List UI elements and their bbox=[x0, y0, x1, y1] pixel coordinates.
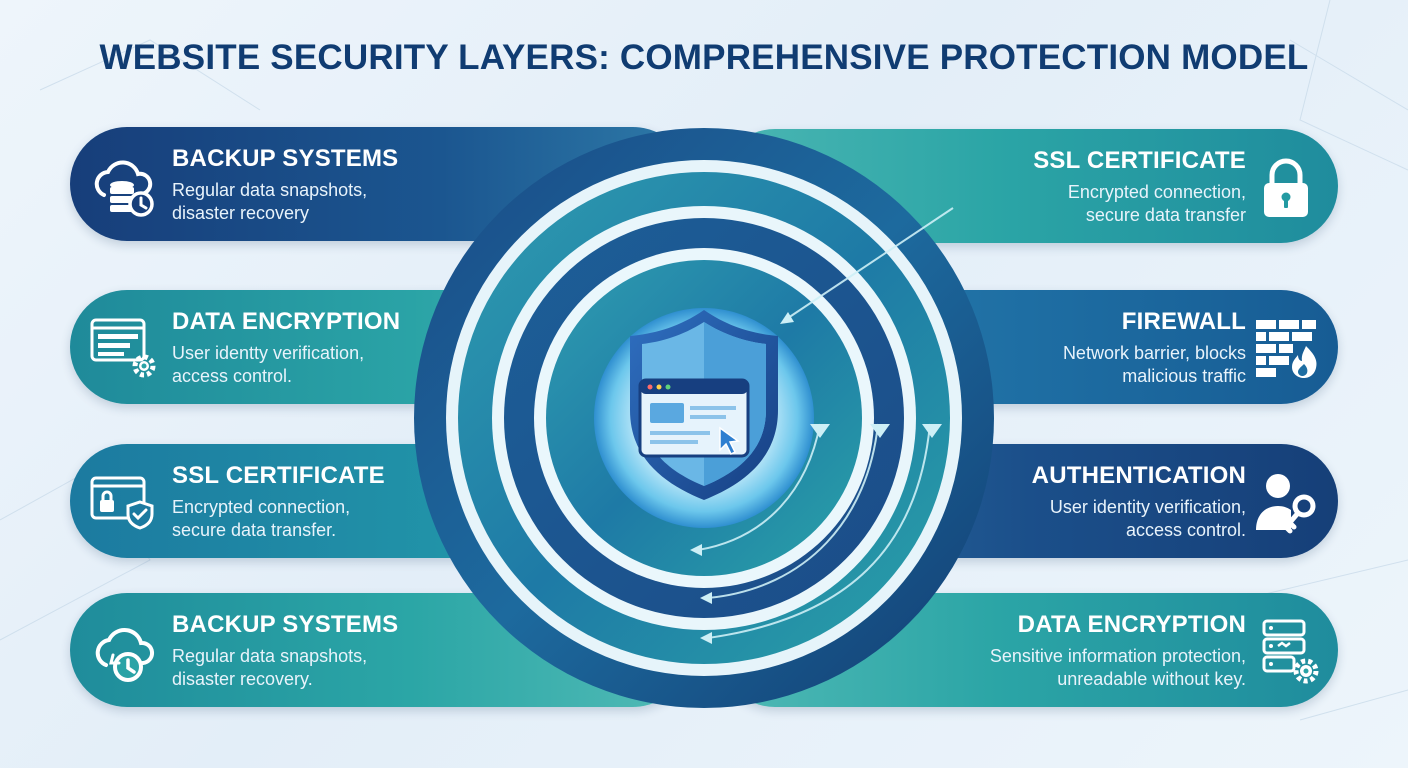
banner-description-line-2: access control. bbox=[1125, 520, 1246, 540]
banner-title: BACKUP SYSTEMS bbox=[172, 611, 399, 638]
shield-browser-icon bbox=[630, 310, 778, 500]
browser-lock-shield-icon bbox=[90, 476, 154, 530]
banner-title: FIREWALL bbox=[1121, 308, 1246, 335]
banner-title: DATA ENCRYPTION bbox=[172, 308, 401, 335]
banner-description-line-2: malicious traffic bbox=[1122, 366, 1246, 386]
cloud-database-icon bbox=[94, 160, 154, 217]
banner-title: DATA ENCRYPTION bbox=[1017, 611, 1246, 638]
user-key-icon bbox=[1256, 474, 1316, 534]
banner-description-line-2: disaster recovery bbox=[172, 203, 310, 223]
banner-title: BACKUP SYSTEMS bbox=[172, 145, 399, 172]
banner-description-line-2: access control. bbox=[172, 366, 293, 386]
banner-description-line-2: secure data transfer. bbox=[172, 520, 337, 540]
banner-description-line-1: Encrypted connection, bbox=[172, 497, 351, 517]
banner-description-line-2: unreadable without key. bbox=[1057, 669, 1246, 689]
padlock-icon bbox=[1264, 158, 1308, 217]
flow-arrowheads bbox=[690, 312, 942, 644]
page-title: WEBSITE SECURITY LAYERS: COMPREHENSIVE P… bbox=[99, 38, 1309, 77]
banner-title: SSL CERTIFICATE bbox=[172, 462, 385, 489]
banner-title: AUTHENTICATION bbox=[1031, 462, 1246, 489]
server-gear-icon bbox=[1262, 619, 1319, 684]
banner-description-line-1: User identty verification, bbox=[172, 343, 365, 363]
cloud-clock-icon bbox=[95, 628, 154, 682]
banner-title: SSL CERTIFICATE bbox=[1033, 147, 1246, 174]
banner-description-line-2: secure data transfer bbox=[1085, 205, 1246, 225]
banner-description-line-1: Sensitive information protection, bbox=[989, 646, 1246, 666]
encrypted-data-gear-icon bbox=[90, 318, 156, 378]
banner-description-line-1: Network barrier, blocks bbox=[1062, 343, 1246, 363]
banner-description-line-1: User identity verification, bbox=[1049, 497, 1246, 517]
banner-description-line-1: Encrypted connection, bbox=[1067, 182, 1246, 202]
brick-wall-fire-icon bbox=[1256, 320, 1317, 378]
banner-description-line-1: Regular data snapshots, bbox=[172, 180, 368, 200]
flow-arrows bbox=[697, 207, 954, 639]
banner-description-line-2: disaster recovery. bbox=[172, 669, 313, 689]
banner-description-line-1: Regular data snapshots, bbox=[172, 646, 368, 666]
concentric-security-rings bbox=[414, 128, 994, 708]
